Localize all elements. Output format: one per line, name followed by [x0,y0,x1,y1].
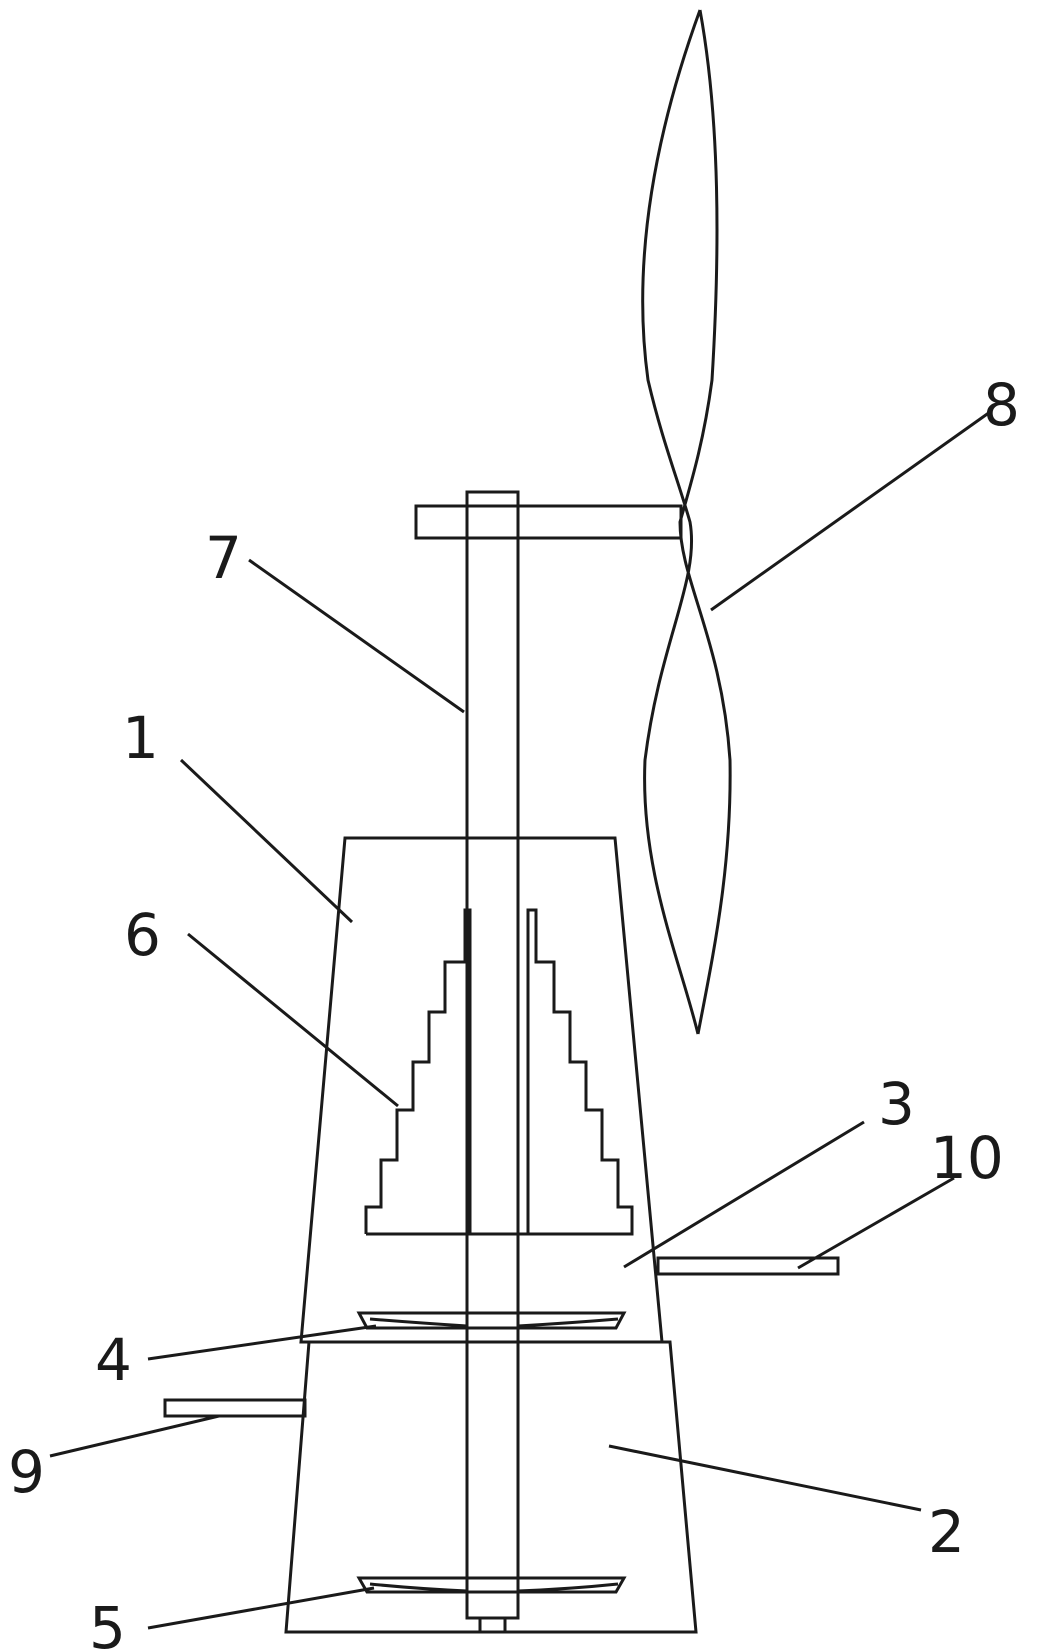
impeller-upper [356,1311,627,1330]
label-1: 1 [122,704,159,772]
stepped-cone [364,908,634,1236]
blade [641,9,732,1035]
impeller-upper-curve [369,1317,619,1328]
upper-housing [299,836,664,1344]
central-shaft [465,490,520,1620]
label-9: 9 [8,1438,45,1506]
inlet-pipe [163,1398,307,1418]
leader-2 [608,1444,922,1512]
label-2: 2 [928,1498,965,1566]
label-10: 10 [930,1124,1004,1192]
lower-housing [284,1340,698,1634]
leader-1 [179,758,354,924]
leader-7 [248,558,465,714]
leader-6 [187,932,399,1108]
blade-arm [414,504,683,540]
leader-10 [797,1176,955,1270]
label-3: 3 [878,1070,915,1138]
leader-4 [147,1324,377,1361]
impeller-lower-curve [369,1582,619,1593]
impeller-lower [356,1576,627,1594]
leader-8 [710,410,991,612]
shaft-bottom-bearing [478,1618,507,1632]
label-5: 5 [89,1594,126,1652]
leader-5 [147,1586,375,1630]
label-7: 7 [205,524,242,592]
label-8: 8 [983,371,1020,439]
label-4: 4 [95,1326,132,1394]
leader-3 [623,1120,865,1269]
outlet-pipe [656,1256,840,1276]
label-6: 6 [124,901,161,969]
leader-9 [49,1414,220,1458]
